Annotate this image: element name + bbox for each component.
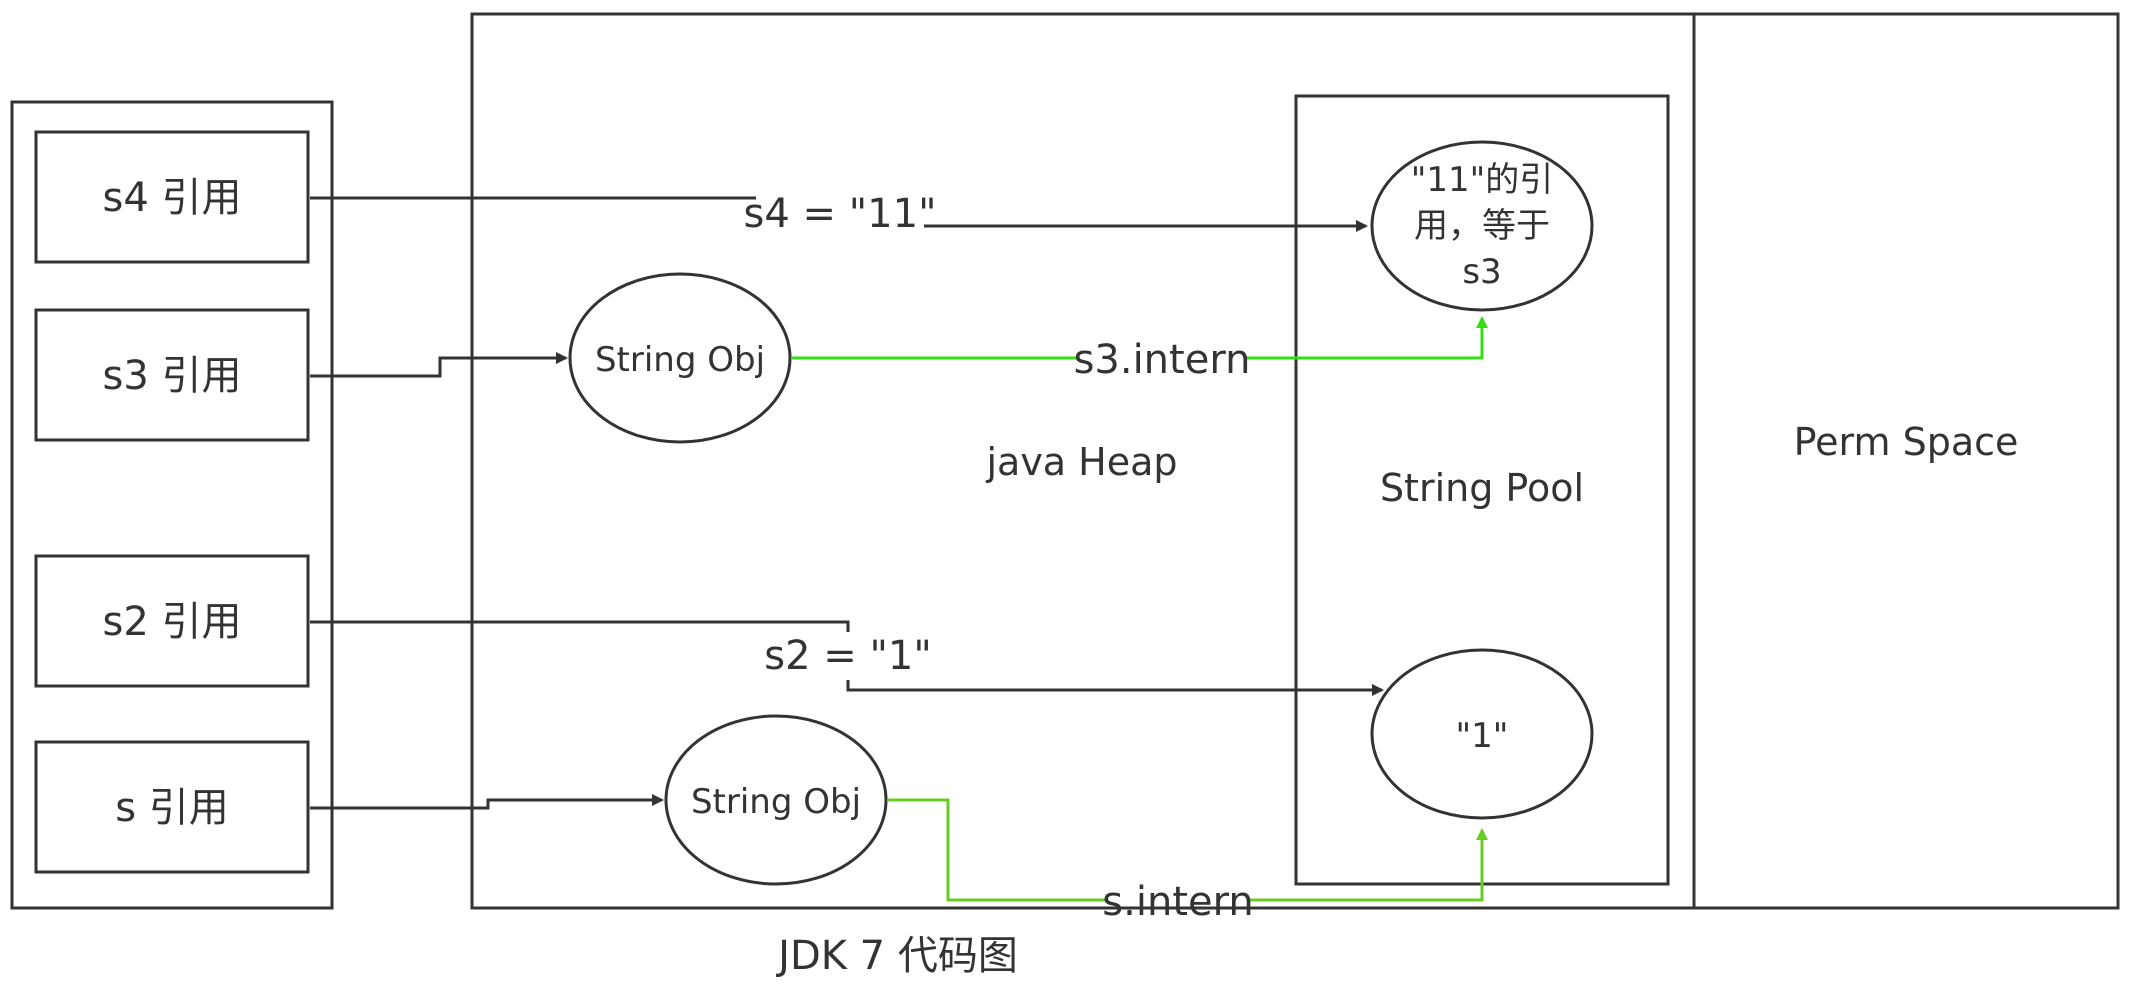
s3-reference-label: s3 引用 bbox=[102, 353, 241, 399]
s4-assign-label: s4 = "11" bbox=[744, 191, 937, 237]
s4-reference-label: s4 引用 bbox=[102, 175, 241, 221]
s-intern-label: s.intern bbox=[1102, 879, 1253, 925]
java-heap-label: java Heap bbox=[985, 440, 1177, 484]
pool-11-label-line1: "11"的引 bbox=[1411, 160, 1554, 200]
string-obj-s3-label: String Obj bbox=[595, 340, 765, 380]
pool-11-label-line2: 用，等于 bbox=[1414, 206, 1550, 246]
pool-11-label-line3: s3 bbox=[1462, 252, 1501, 292]
s3-intern-connector-right bbox=[1246, 316, 1488, 360]
s-intern-connector-left bbox=[888, 798, 1108, 902]
s-to-string-obj-connector bbox=[310, 794, 664, 810]
s3-intern-label: s3.intern bbox=[1074, 337, 1251, 383]
s2-reference-label: s2 引用 bbox=[102, 599, 241, 645]
string-pool-label: String Pool bbox=[1380, 466, 1584, 510]
pool-11-reference-node bbox=[1370, 140, 1594, 312]
s-reference-box bbox=[34, 740, 310, 874]
string-obj-s3-node bbox=[568, 272, 792, 444]
string-obj-s-node bbox=[664, 714, 888, 886]
perm-space-region bbox=[1692, 12, 2120, 910]
s2-to-pool-1-arrow bbox=[846, 680, 1384, 696]
s2-reference-box bbox=[34, 554, 310, 688]
string-obj-s-label: String Obj bbox=[691, 782, 861, 822]
perm-space-label: Perm Space bbox=[1794, 420, 2019, 464]
s2-assign-label: s2 = "1" bbox=[764, 633, 931, 679]
s3-reference-box bbox=[34, 308, 310, 442]
s2-to-pool-1-connector bbox=[310, 620, 850, 632]
pool-1-node bbox=[1370, 648, 1594, 820]
s3-to-string-obj-connector bbox=[310, 352, 568, 378]
s-intern-connector-right bbox=[1248, 828, 1488, 902]
pool-1-label: "1" bbox=[1456, 716, 1509, 756]
diagram-caption: JDK 7 代码图 bbox=[775, 933, 1018, 979]
s4-reference-box bbox=[34, 130, 310, 264]
s-reference-label: s 引用 bbox=[115, 785, 229, 831]
